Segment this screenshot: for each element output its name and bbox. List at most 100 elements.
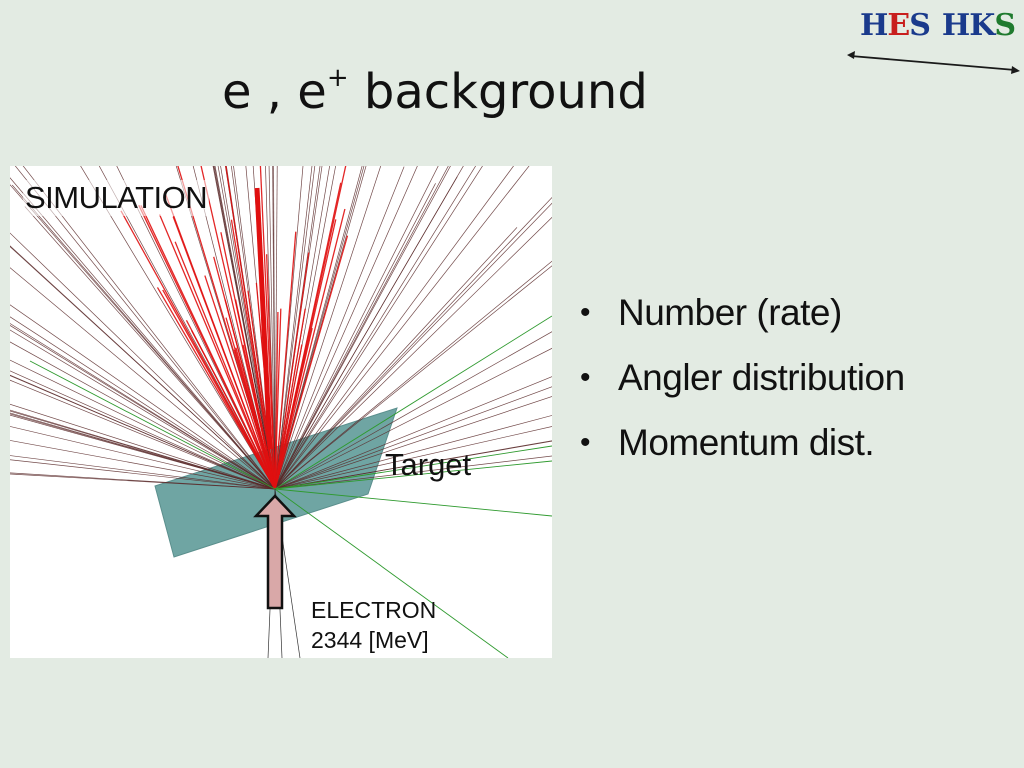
- positron-track: [247, 290, 276, 490]
- electron-track: [10, 359, 276, 490]
- electron-track: [10, 472, 276, 490]
- electron-track: [274, 440, 552, 490]
- bullet-item: •Number (rate): [580, 288, 905, 353]
- positron-track: [172, 216, 276, 490]
- electron-track: [274, 331, 552, 490]
- electron-track: [274, 166, 464, 490]
- electron-track: [10, 325, 276, 490]
- positron-track: [274, 166, 347, 490]
- positron-track: [274, 208, 346, 490]
- electron-track: [10, 409, 276, 490]
- electron-track: [274, 183, 436, 490]
- electron-track: [10, 412, 276, 490]
- positron-track: [185, 320, 276, 490]
- electron-track: [274, 202, 552, 490]
- electron-track: [10, 316, 276, 490]
- electron-track: [10, 426, 276, 490]
- electron-track: [274, 426, 552, 490]
- electron-track: [272, 166, 276, 490]
- electron-track: [274, 166, 477, 490]
- photon-track: [274, 488, 509, 658]
- beam-arrow-icon: [253, 494, 297, 610]
- bullet-icon: •: [580, 426, 591, 459]
- electron-track: [274, 166, 514, 490]
- electron-track: [10, 232, 276, 490]
- electron-track: [274, 197, 552, 490]
- electron-track: [274, 166, 439, 490]
- electron-track: [22, 166, 276, 490]
- electron-track: [10, 329, 276, 490]
- electron-track: [274, 166, 405, 490]
- electron-track: [274, 166, 313, 490]
- photon-track: [29, 360, 276, 490]
- simulation-figure: [10, 166, 552, 658]
- electron-track: [274, 166, 451, 490]
- bullet-text: Number (rate): [618, 292, 842, 333]
- beam-label-line2: 2344 [MeV]: [311, 626, 429, 653]
- bullet-text: Angler distribution: [618, 357, 905, 398]
- electron-track: [274, 166, 278, 490]
- positron-track: [120, 210, 276, 490]
- electron-track: [233, 166, 276, 490]
- electron-track: [274, 166, 483, 490]
- electron-track: [217, 166, 276, 490]
- logo-letter-h: H: [860, 8, 888, 43]
- electron-track: [192, 166, 276, 490]
- bullet-icon: •: [580, 361, 591, 394]
- logo-arrow-icon: [847, 51, 1020, 74]
- electron-track: [274, 376, 552, 490]
- electron-track: [10, 455, 276, 490]
- title-superscript: +: [326, 63, 349, 93]
- electron-track: [274, 166, 382, 490]
- electron-track: [10, 459, 276, 490]
- electron-track: [274, 166, 363, 490]
- electron-track: [10, 177, 276, 490]
- electron-track: [274, 166, 530, 490]
- electron-track: [10, 267, 276, 490]
- electron-track: [24, 206, 276, 490]
- positron-track: [274, 231, 297, 490]
- electron-beam-label: ELECTRON 2344 [MeV]: [311, 596, 436, 656]
- title-rest: background: [348, 64, 648, 120]
- electron-track: [274, 265, 552, 490]
- photon-track: [274, 445, 552, 490]
- electron-track: [268, 166, 276, 490]
- positron-track: [204, 275, 276, 490]
- positron-track: [259, 166, 276, 490]
- logo-letters-hk: HK: [941, 8, 995, 43]
- positron-track: [274, 344, 303, 490]
- electron-track: [274, 166, 418, 490]
- photon-track: [274, 460, 552, 490]
- bullet-item: •Momentum dist.: [580, 418, 905, 483]
- electron-track: [10, 379, 276, 490]
- positron-track: [156, 287, 276, 490]
- electron-track: [274, 260, 552, 490]
- title-main: e , e: [222, 64, 327, 120]
- positron-track: [274, 252, 310, 490]
- electron-track: [274, 396, 552, 490]
- bullet-item: • Angler distribution: [580, 353, 905, 418]
- electron-track: [274, 415, 552, 490]
- electron-track: [274, 227, 518, 490]
- positron-track: [274, 235, 349, 490]
- electron-track: [274, 166, 365, 490]
- positron-track: [140, 205, 276, 490]
- electron-track: [10, 323, 276, 490]
- electron-track: [214, 166, 276, 490]
- logo-letter-s2: S: [994, 8, 1016, 43]
- electron-track: [10, 414, 276, 490]
- electron-track: [11, 184, 276, 490]
- bullet-list: •Number (rate) •Angler distribution •Mom…: [580, 288, 905, 483]
- positron-track: [225, 317, 276, 490]
- positron-track: [254, 187, 273, 450]
- logo-letter-s: S: [909, 8, 931, 43]
- positron-track: [158, 214, 276, 490]
- photon-track: [274, 315, 552, 490]
- slide-title: e , e+ background: [222, 63, 648, 120]
- electron-track: [10, 304, 276, 490]
- electron-track: [274, 455, 552, 490]
- positron-track: [224, 299, 276, 490]
